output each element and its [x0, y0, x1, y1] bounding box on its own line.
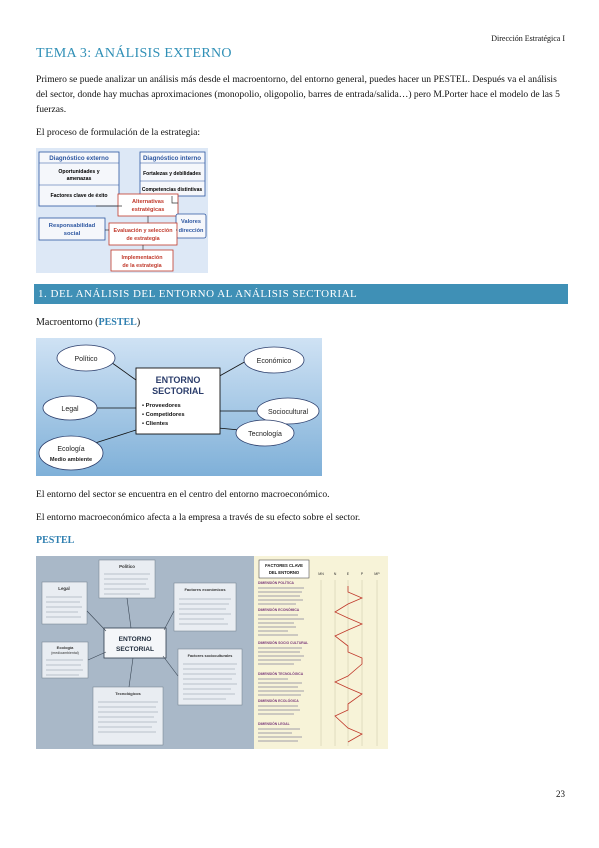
oportunidades-label: Oportunidades y	[58, 169, 99, 175]
table-title-l1: FACTORES CLAVE	[265, 563, 303, 568]
table-title-box	[258, 559, 310, 579]
pestel-environment-diagram: Político Económico Legal Sociocultural E…	[36, 338, 322, 476]
medio-ambiente-label: Medio ambiente	[50, 457, 92, 463]
de-estrategia-label: de estrategia	[126, 236, 160, 242]
competencias-label: Competencias distintivas	[142, 187, 203, 193]
col-p: P	[361, 572, 364, 576]
ellipse-sociocultural	[256, 397, 320, 425]
table-title-l2: DEL ENTORNO	[269, 570, 300, 575]
item-clientes: • Clientes	[142, 421, 168, 427]
profile-line	[334, 586, 364, 743]
page-title: TEMA 3: ANÁLISIS EXTERNO	[36, 46, 232, 61]
page-number: 23	[556, 789, 565, 799]
intro-paragraph: Primero se puede analizar un análisis má…	[36, 74, 560, 115]
pestel-detailed-figure: ENTORNO SECTORIAL Político Legal Factore…	[36, 556, 388, 749]
ellipse-legal	[42, 395, 98, 421]
fortalezas-label: Fortalezas y debilidades	[143, 171, 201, 177]
ecologia-label: Ecología	[57, 446, 84, 453]
dim-economica: DIMENSIÓN ECONÓMICA	[258, 607, 300, 612]
fig3-center-l2: SECTORIAL	[116, 646, 154, 653]
ellipse-politico	[56, 344, 116, 372]
valores-label: Valores	[181, 219, 201, 225]
dim-tecno: DIMENSIÓN TECNOLÓGICA	[258, 671, 304, 676]
evaluacion-label: Evaluación y selección	[113, 228, 172, 234]
dim-legal: DIMENSIÓN LEGAL	[258, 721, 290, 726]
responsabilidad-label: Responsabilidad	[49, 223, 96, 229]
diag-externo-label: Diagnóstico externo	[49, 155, 109, 162]
header-running-title: Dirección Estratégica I	[491, 34, 565, 43]
section-heading-text: 1. DEL ANÁLISIS DEL ENTORNO AL ANÁLISIS …	[38, 288, 358, 300]
fig3-center-l1: ENTORNO	[119, 636, 152, 643]
arrow	[171, 196, 178, 204]
connector	[215, 359, 249, 379]
de-la-estrategia-label: de la estrategia	[122, 263, 162, 269]
macroentorno-label: Macroentorno (PESTEL)	[36, 317, 140, 328]
social-label: social	[64, 231, 81, 237]
dim-politica: DIMENSIÓN POLÍTICA	[258, 580, 295, 585]
fig3-ecologia-l2: (medioambiental)	[51, 651, 79, 655]
macro-label-end: )	[136, 317, 141, 328]
ellipse-economico	[243, 346, 305, 374]
box-economicos	[173, 582, 237, 632]
item-competidores: • Competidores	[142, 412, 185, 418]
diag-interno-label: Diagnóstico interno	[143, 155, 201, 162]
fig3-tecnologicos: Tecnológicos	[115, 691, 141, 696]
ellipse-ecologia	[38, 435, 104, 471]
section-heading-1: 1. DEL ANÁLISIS DEL ENTORNO AL ANÁLISIS …	[34, 284, 568, 304]
direccion-label: dirección	[179, 228, 204, 234]
dim-socio: DIMENSIÓN SOCIO CULTURAL	[258, 640, 308, 645]
center-title-l1: ENTORNO	[156, 375, 201, 385]
politico-label: Político	[75, 356, 98, 363]
col-e: E	[347, 572, 350, 576]
col-mp: MP	[374, 572, 380, 576]
col-mn: MN	[318, 572, 324, 576]
implementacion-label: Implementación	[121, 255, 162, 261]
center-entorno-box	[103, 627, 167, 659]
alternativas-label: Alternativas	[132, 199, 164, 205]
pestel-heading: PESTEL	[36, 535, 75, 546]
fig3-ecologia-l1: Ecología	[57, 645, 74, 650]
factores-clave-label: Factores clave de éxito	[50, 193, 107, 199]
economico-label: Económico	[257, 358, 292, 365]
estrategicas-label: estratégicas	[132, 207, 165, 213]
box-tecnologicos	[92, 686, 164, 746]
item-proveedores: • Proveedores	[142, 403, 181, 409]
process-label: El proceso de formulación de la estrateg…	[36, 127, 201, 138]
legal-label: Legal	[61, 406, 79, 413]
paragraph-macro-effect: El entorno macroeconómico afecta a la em…	[36, 512, 361, 523]
amenazas-label: amenazas	[67, 176, 92, 182]
fig3-socioculturales: Factores socioculturales	[188, 654, 233, 658]
ellipse-tecnologia	[235, 419, 295, 447]
connector	[91, 429, 137, 445]
col-n: N	[334, 572, 337, 576]
box-socioculturales	[177, 648, 243, 706]
tecnologia-label: Tecnología	[248, 431, 282, 438]
sociocultural-label: Sociocultural	[268, 409, 309, 416]
strategy-process-diagram: Diagnóstico externo Oportunidades y amen…	[36, 148, 208, 273]
fig3-economicos: Factores económicos	[184, 587, 226, 592]
fig3-politico: Político	[119, 564, 135, 569]
paragraph-sector-center: El entorno del sector se encuentra en el…	[36, 489, 330, 500]
center-title-l2: SECTORIAL	[152, 386, 204, 396]
fig3-legal: Legal	[58, 586, 69, 591]
entorno-sectorial-box	[135, 367, 221, 435]
macro-label-text: Macroentorno (	[36, 317, 99, 328]
dim-eco: DIMENSIÓN ECOLÓGICA	[258, 698, 299, 703]
macro-pestel-bold: PESTEL	[98, 317, 137, 328]
